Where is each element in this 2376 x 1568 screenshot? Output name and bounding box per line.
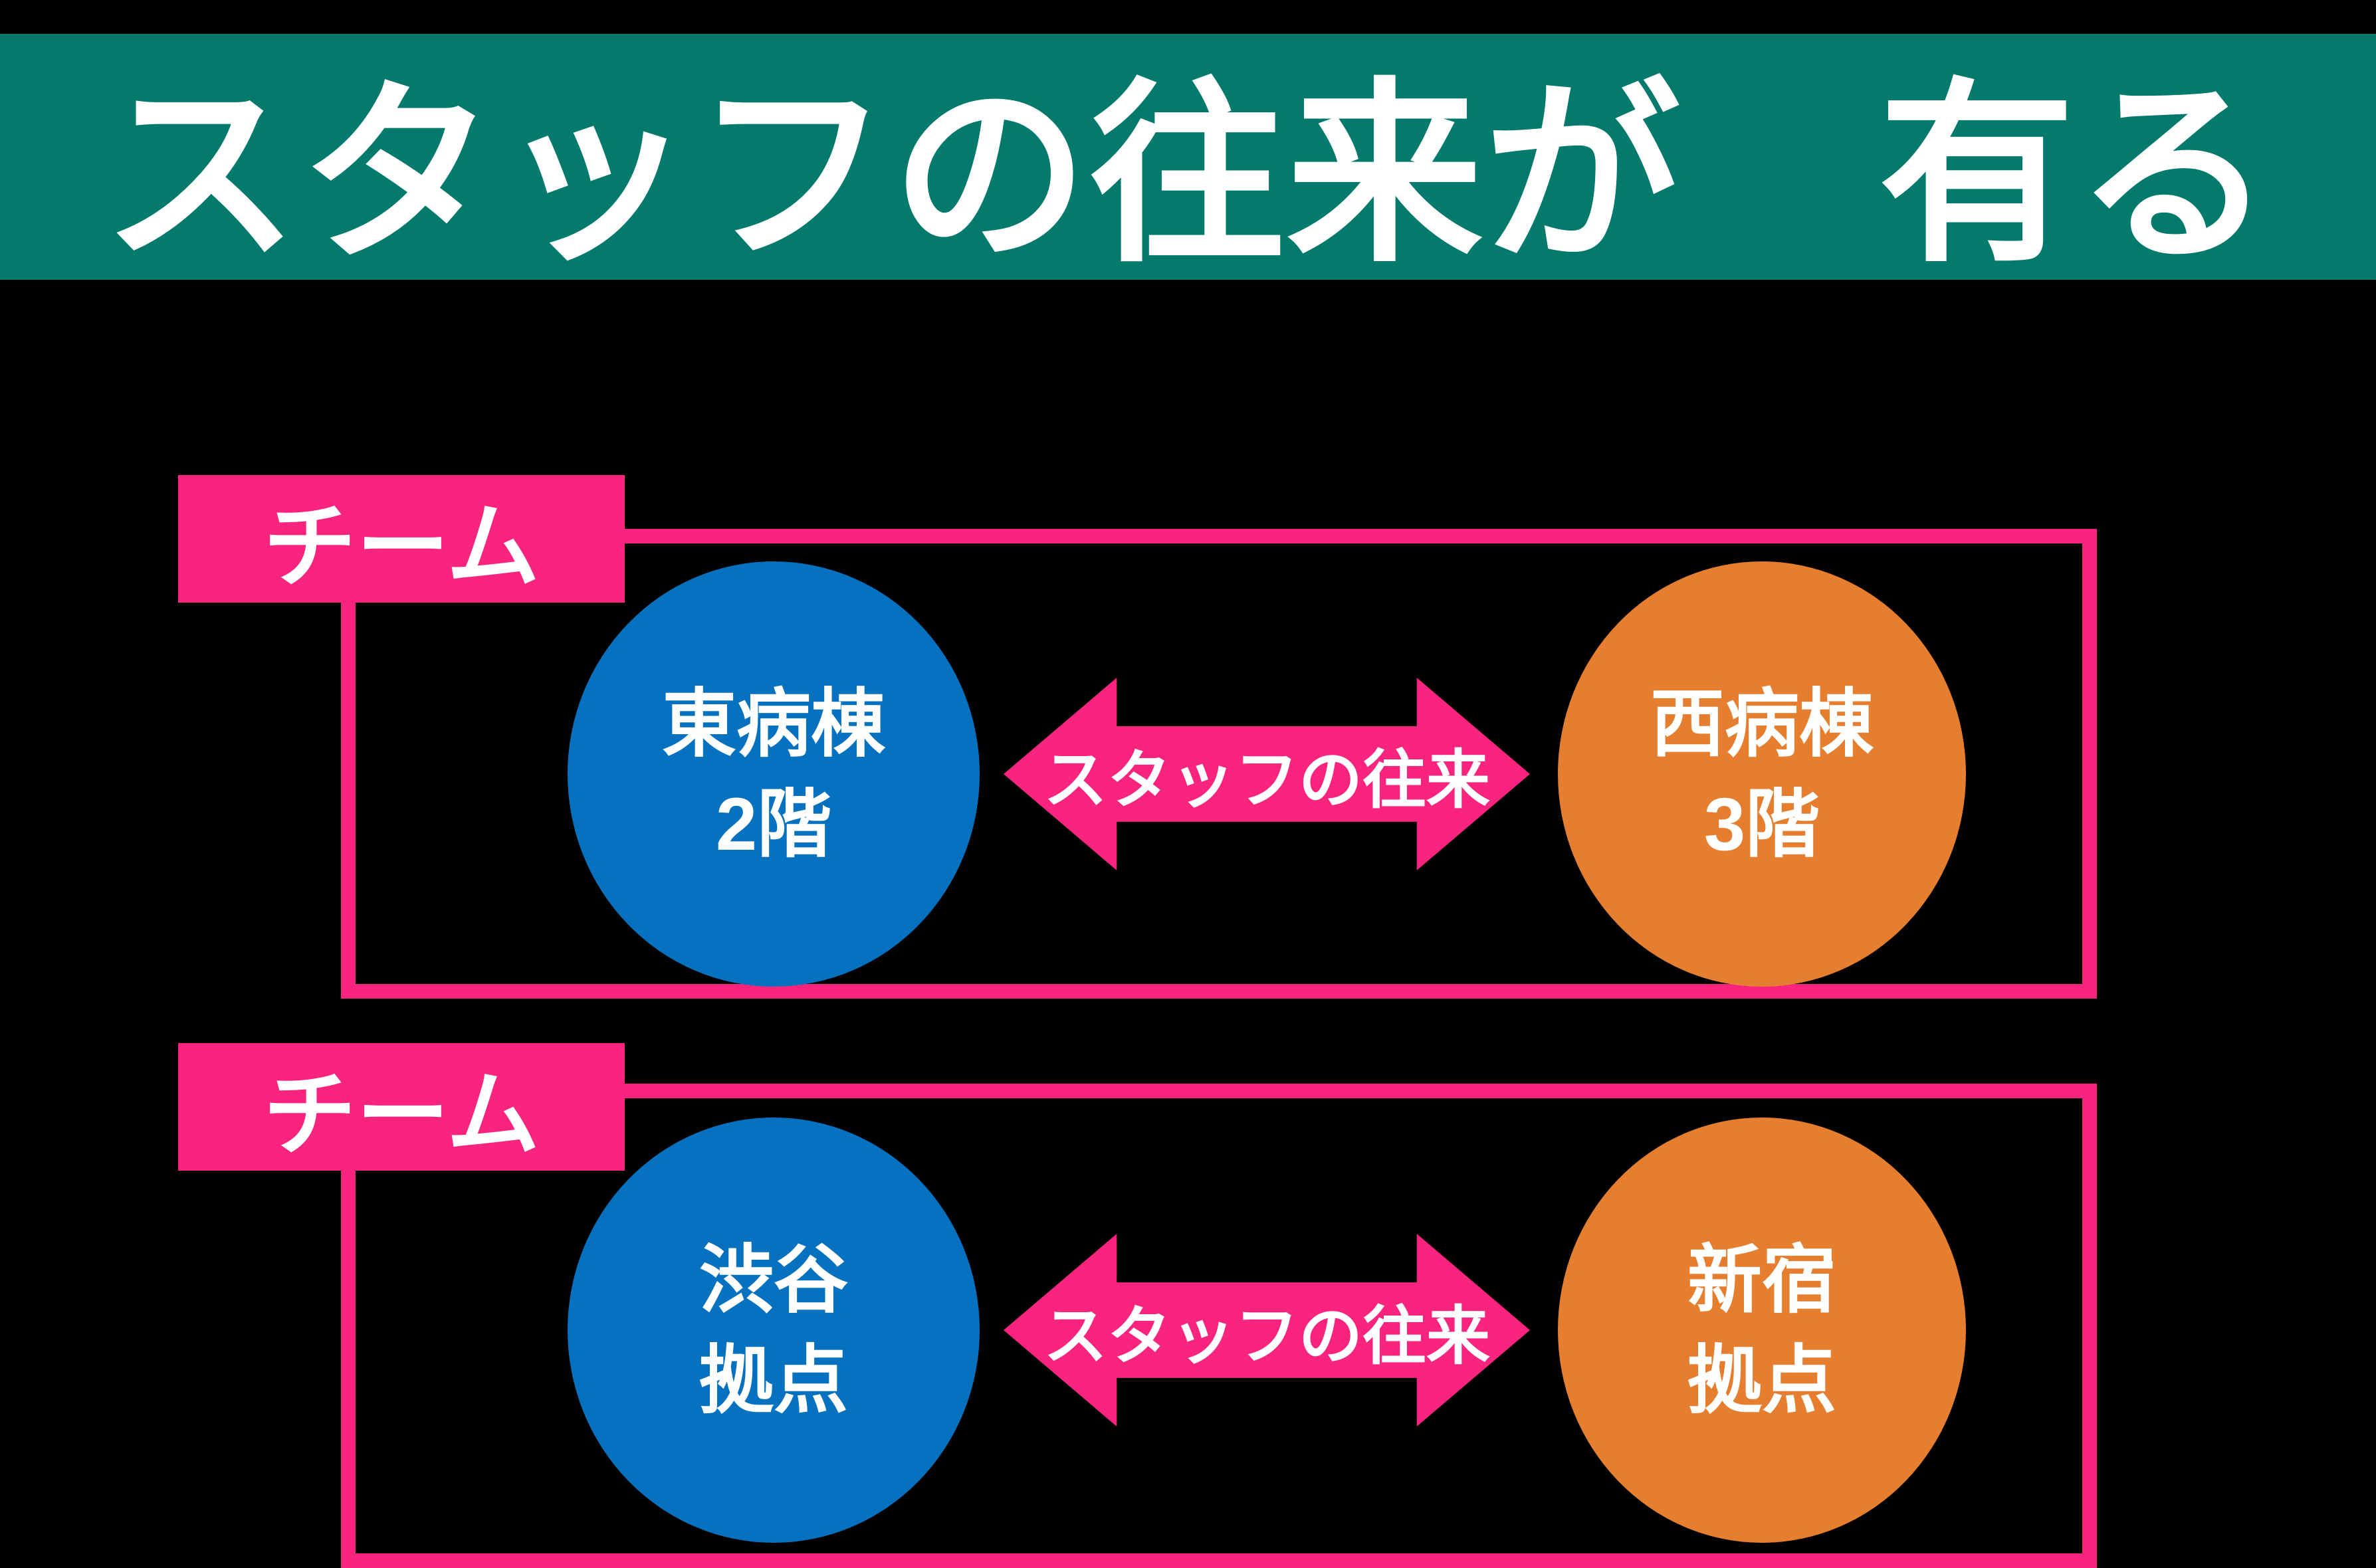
right-node-1-line-2: 3階 <box>1703 783 1820 866</box>
team-label-2-text: チーム <box>263 1062 540 1167</box>
right-node-1-line-1: 西病棟 <box>1650 682 1874 765</box>
right-node-2-line-1: 新宿 <box>1687 1238 1836 1322</box>
team-frame-1 <box>341 529 2097 999</box>
team-frame-2 <box>341 1084 2097 1568</box>
right-node-2-line-2: 拠点 <box>1687 1339 1836 1422</box>
left-node-1-line-2: 2階 <box>715 783 832 866</box>
left-node-circle-1: 東病棟 2階 <box>568 561 980 987</box>
left-node-2-line-1: 渋谷 <box>699 1238 848 1322</box>
page-title: スタッフの往来が 有る <box>102 64 2274 284</box>
left-node-circle-2: 渋谷 拠点 <box>568 1118 980 1543</box>
right-node-circle-2: 新宿 拠点 <box>1558 1118 1966 1543</box>
arrow-label-2: スタッフの往来 <box>1043 1300 1490 1372</box>
left-node-1-line-1: 東病棟 <box>662 682 885 765</box>
team-label-1-text: チーム <box>263 494 540 599</box>
title-bar: スタッフの往来が 有る <box>0 34 2376 284</box>
arrow-label-1: スタッフの往来 <box>1043 744 1490 816</box>
left-node-2-line-2: 拠点 <box>699 1339 848 1422</box>
team-label-1: チーム <box>178 475 625 603</box>
team-label-2: チーム <box>178 1043 625 1171</box>
right-node-circle-1: 西病棟 3階 <box>1558 561 1966 987</box>
